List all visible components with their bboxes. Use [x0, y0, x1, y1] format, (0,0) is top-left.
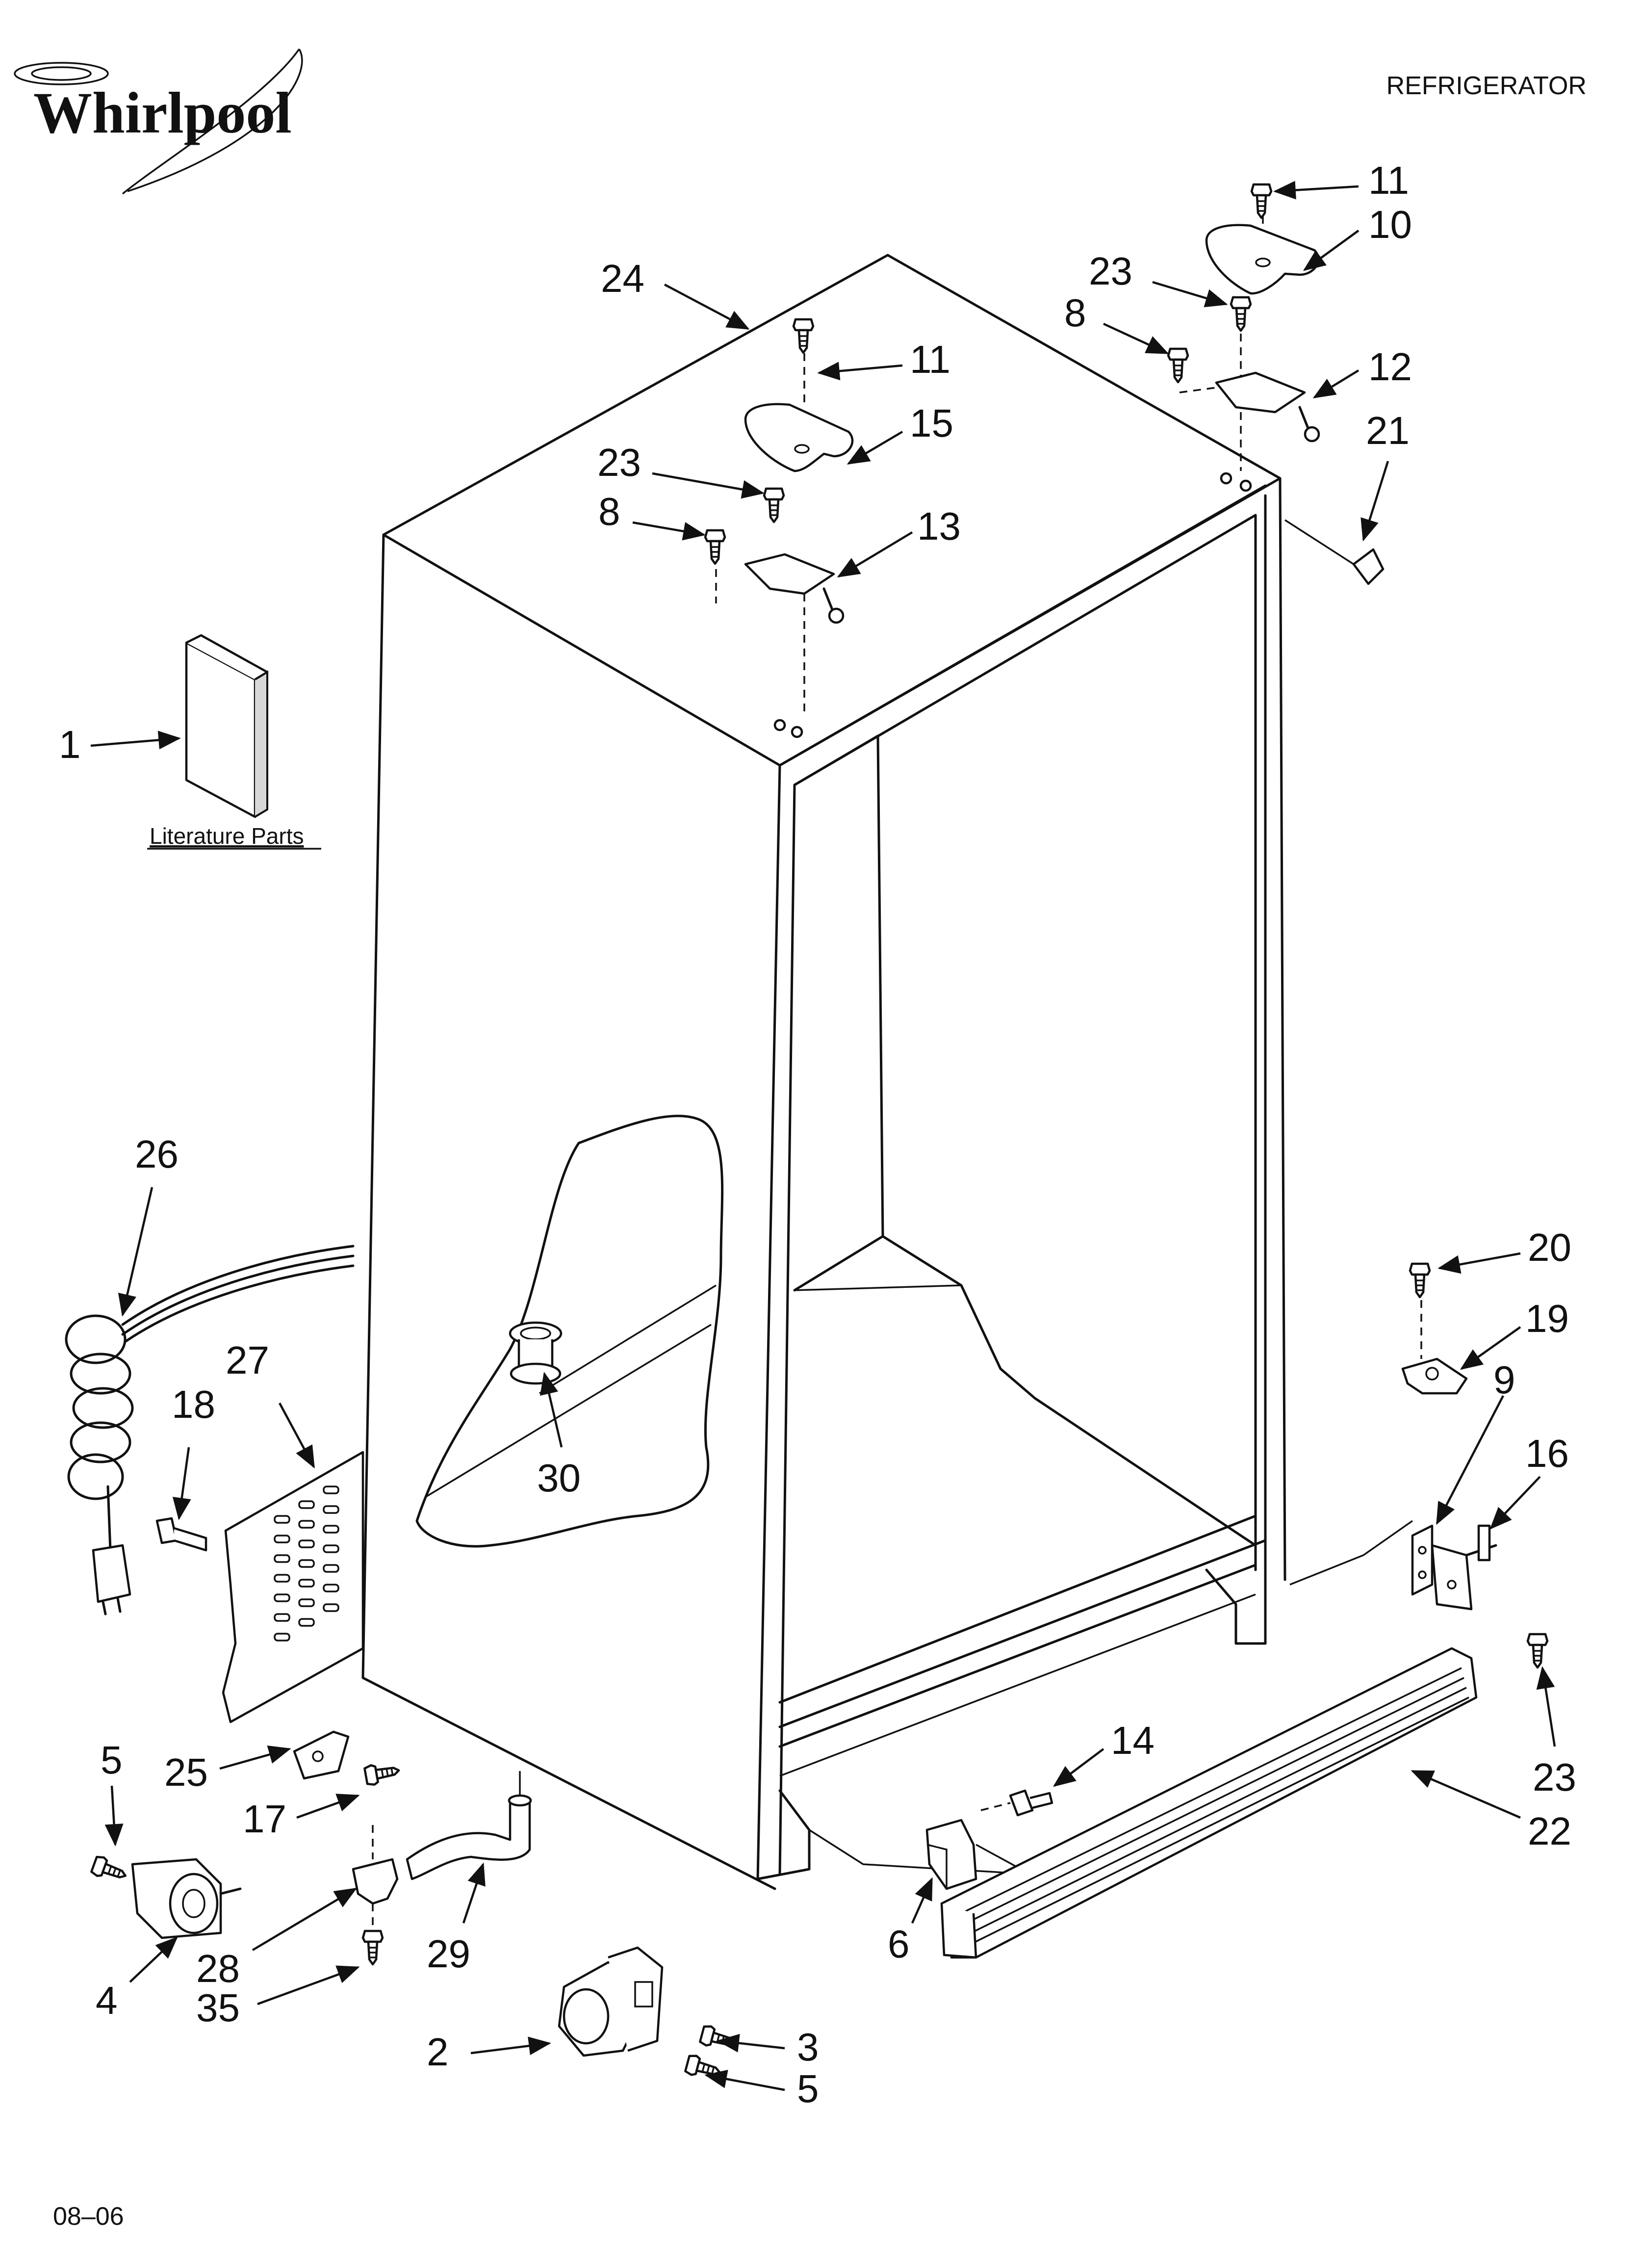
hinge-screw-icon — [794, 319, 813, 353]
callout-28: 28 — [196, 1947, 240, 1990]
callout-23: 23 — [1533, 1755, 1576, 1799]
literature-booklet — [185, 634, 269, 818]
clamp-screw-icon — [364, 1761, 401, 1786]
callout-labels: 24 11 10 23 8 12 21 11 15 23 8 13 1 26 2… — [59, 158, 1576, 2111]
literature-parts-label: Literature Parts — [150, 823, 304, 849]
top-hinge-left — [715, 353, 845, 716]
callout-6: 6 — [888, 1922, 910, 1966]
cabinet-cutaway — [415, 1115, 724, 1548]
callout-15: 15 — [910, 401, 953, 445]
hinge-screw-icon — [1252, 184, 1271, 218]
front-roller — [131, 1858, 242, 1939]
refrigerator-cabinet — [361, 254, 1413, 1890]
top-hinge-right — [1179, 216, 1320, 471]
callout-14: 14 — [1111, 1719, 1155, 1762]
callout-17: 17 — [243, 1797, 286, 1841]
callout-23: 23 — [597, 441, 641, 484]
leader-lines — [90, 181, 1556, 2091]
callout-5: 5 — [101, 1738, 123, 1782]
roller-screw-icon — [699, 2025, 737, 2052]
callout-8: 8 — [598, 490, 620, 533]
tube-screw-icon — [363, 1931, 383, 1964]
rear-roller — [558, 1946, 664, 2057]
grille-clip — [925, 1819, 977, 1890]
drain-tube — [406, 1771, 532, 1880]
callout-26: 26 — [135, 1132, 179, 1176]
revision-code: 08–06 — [53, 2202, 124, 2231]
callout-4: 4 — [96, 1979, 118, 2022]
hinge-screw-icon — [764, 489, 784, 522]
hinge-screw-icon — [1231, 297, 1251, 331]
toe-grille — [940, 1647, 1478, 1959]
grille-screw — [980, 1789, 1053, 1817]
callout-13: 13 — [917, 504, 961, 548]
hinge-screw-icon — [705, 530, 725, 564]
door-stop-part — [1284, 519, 1385, 585]
callout-2: 2 — [427, 2030, 449, 2074]
drain-plug-part — [509, 1321, 563, 1385]
roller-screw-icon — [91, 1855, 129, 1885]
callout-3: 3 — [797, 2025, 819, 2069]
callout-29: 29 — [427, 1932, 470, 1976]
tube-clamp — [352, 1825, 399, 1933]
callout-12: 12 — [1368, 345, 1412, 389]
callout-25: 25 — [164, 1750, 208, 1794]
callout-5: 5 — [797, 2067, 819, 2111]
hinge-cover-left — [744, 403, 854, 472]
hinge-screw-icon — [1528, 1634, 1547, 1668]
callout-18: 18 — [172, 1382, 215, 1426]
callout-11: 11 — [910, 338, 950, 381]
callout-1: 1 — [59, 723, 81, 766]
rear-access-cover — [222, 1451, 364, 1723]
callout-35: 35 — [196, 1986, 240, 2030]
callout-27: 27 — [226, 1338, 269, 1382]
hinge-screw-icon — [1168, 349, 1188, 382]
lower-hinge-bracket — [1411, 1524, 1497, 1611]
category-title: REFRIGERATOR — [1386, 72, 1587, 100]
hinge-shim-part — [1401, 1357, 1468, 1395]
callout-23: 23 — [1089, 249, 1132, 293]
rear-cover-screw — [155, 1517, 207, 1552]
callout-22: 22 — [1528, 1809, 1571, 1853]
hinge-cover-right — [1205, 224, 1320, 295]
callout-16: 16 — [1525, 1432, 1569, 1475]
power-cord — [65, 1245, 355, 1616]
whirlpool-logo: Whirlpool — [14, 48, 303, 195]
callout-9: 9 — [1493, 1358, 1515, 1402]
callout-24: 24 — [601, 257, 644, 300]
callout-11: 11 — [1368, 158, 1409, 202]
callout-20: 20 — [1528, 1225, 1571, 1269]
callout-19: 19 — [1525, 1297, 1569, 1340]
callout-21: 21 — [1366, 409, 1410, 452]
callout-30: 30 — [537, 1456, 581, 1500]
cord-clamp — [293, 1730, 350, 1780]
brand-name: Whirlpool — [33, 80, 292, 145]
callout-10: 10 — [1368, 203, 1412, 246]
hinge-screw-icon — [1410, 1264, 1430, 1297]
callout-8: 8 — [1064, 291, 1086, 335]
